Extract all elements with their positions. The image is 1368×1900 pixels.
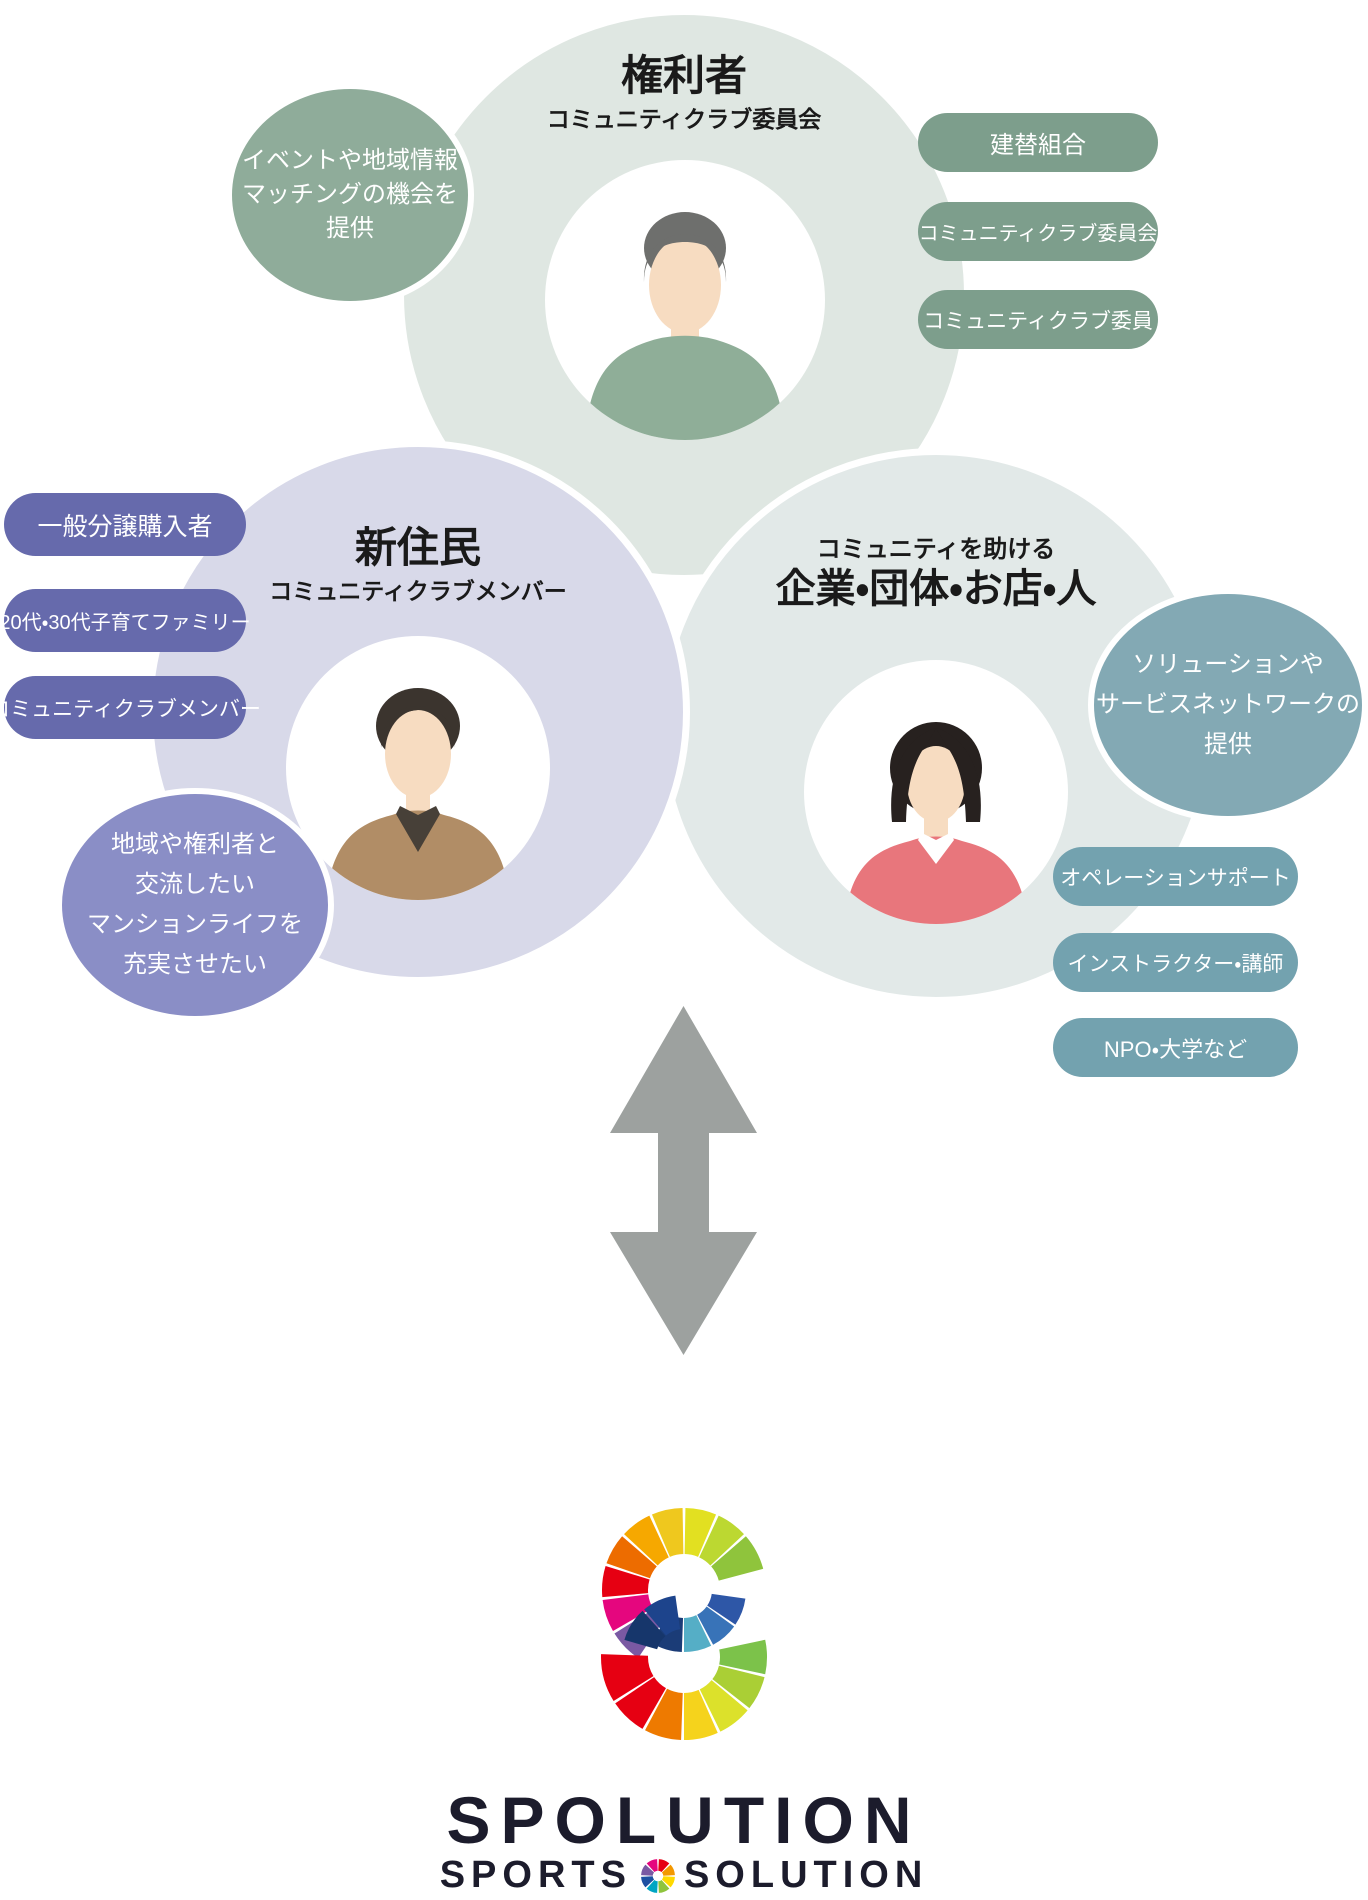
bubble-line: サービスネットワークの (1096, 691, 1360, 718)
pill-young-families: 20代・30代子育てファミリー (0, 589, 251, 652)
bubble-line: 地域や権利者と (111, 831, 279, 858)
rights-holders-title: 権利者 (620, 52, 747, 99)
spolution-wordmark: SPOLUTION (446, 1783, 922, 1857)
pill-community-club-member: コミュニティクラブメンバー (0, 676, 261, 739)
bubble-line: 提供 (1204, 731, 1252, 758)
benefit-bubble-events: イベントや地域情報 マッチングの機会を 提供 (226, 83, 474, 307)
rights-holders-subtitle: コミュニティクラブ委員会 (546, 106, 822, 132)
spolution-logo-mark (600, 1508, 768, 1740)
man-icon (326, 688, 510, 900)
benefit-bubble-exchange: 地域や権利者と 交流したい マンションライフを 充実させたい (56, 788, 334, 1022)
bubble-line: マッチングの機会を (242, 181, 458, 208)
woman-icon (844, 722, 1028, 924)
bubble-line: イベントや地域情報 (242, 147, 458, 174)
elderly-man-icon (585, 212, 785, 440)
new-residents-title: 新住民 (354, 524, 481, 571)
pill-rebuild-association: 建替組合 (918, 113, 1158, 172)
new-resident-avatar (286, 636, 550, 900)
new-residents-subtitle: コミュニティクラブメンバー (269, 578, 567, 604)
pill-npo-university: NPO・大学など (1053, 1018, 1298, 1077)
bubble-line: 充実させたい (123, 951, 267, 978)
pinwheel-icon (641, 1858, 675, 1893)
benefit-bubble-solutions: ソリューションや サービスネットワークの 提供 (1088, 588, 1368, 822)
spolution-tagline: SPORTS SOLUTION (0, 1854, 1368, 1897)
tagline-sports: SPORTS (439, 1854, 632, 1896)
bubble-line: ソリューションや (1132, 651, 1324, 678)
pill-instructor: インストラクター・講師 (1053, 933, 1298, 992)
rights-holder-avatar (545, 160, 825, 440)
supporter-avatar (804, 660, 1068, 924)
pill-general-buyers: 一般分譲購入者 (4, 493, 246, 556)
two-way-arrow-icon (610, 1006, 757, 1355)
bubble-line: 交流したい (135, 871, 255, 898)
pill-community-club-officer: コミュニティクラブ委員 (918, 290, 1158, 349)
tagline-solution: SOLUTION (683, 1854, 929, 1896)
bubble-line: マンションライフを (87, 911, 303, 938)
pill-operation-support: オペレーションサポート (1053, 847, 1298, 906)
pill-community-club-committee: コミュニティクラブ委員会 (918, 202, 1158, 261)
supporters-subtitle: コミュニティを助ける (816, 536, 1056, 563)
bubble-line: 提供 (326, 215, 374, 242)
supporters-title: 企業・団体・お店・人 (775, 567, 1097, 611)
